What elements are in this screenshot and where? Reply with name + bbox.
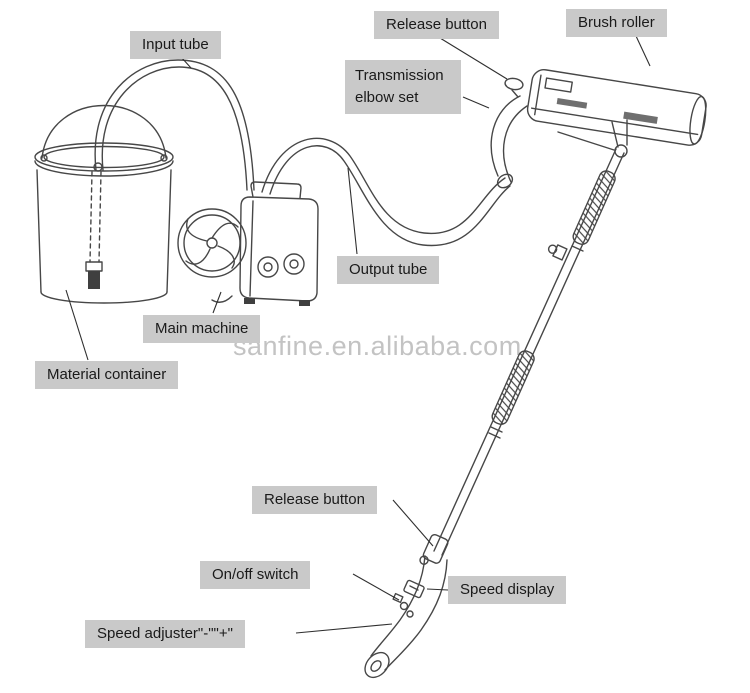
label-on-off-switch: On/off switch <box>200 561 311 589</box>
label-material-container: Material container <box>35 361 179 389</box>
label-release-button-bottom: Release button <box>252 486 377 514</box>
label-speed-adjuster: Speed adjuster"-""+" <box>85 620 245 648</box>
leader-lines <box>65 35 651 634</box>
roller-frame-drawing <box>557 119 628 158</box>
main-machine-drawing <box>177 181 319 306</box>
label-speed-display: Speed display <box>448 576 567 604</box>
label-transmission-elbow-set: Transmission elbow set <box>345 60 461 114</box>
transmission-elbow-drawing <box>490 77 528 189</box>
speed-display-drawing <box>403 579 425 599</box>
input-tube-drawing <box>94 59 255 191</box>
watermark: sanfine.en.alibaba.com <box>233 331 522 361</box>
pole-clamp-drawing <box>547 244 568 261</box>
handle-drawing <box>364 533 449 679</box>
label-release-button-top: Release button <box>374 11 499 39</box>
label-brush-roller: Brush roller <box>566 9 667 37</box>
switch-buttons-drawing <box>392 592 414 618</box>
output-tube-drawing <box>261 137 511 247</box>
label-input-tube: Input tube <box>130 31 221 59</box>
material-container-drawing <box>34 104 174 304</box>
extension-pole-drawing <box>433 148 625 556</box>
label-output-tube: Output tube <box>337 256 440 284</box>
brush-roller-drawing <box>526 69 707 146</box>
label-main-machine: Main machine <box>143 315 261 343</box>
